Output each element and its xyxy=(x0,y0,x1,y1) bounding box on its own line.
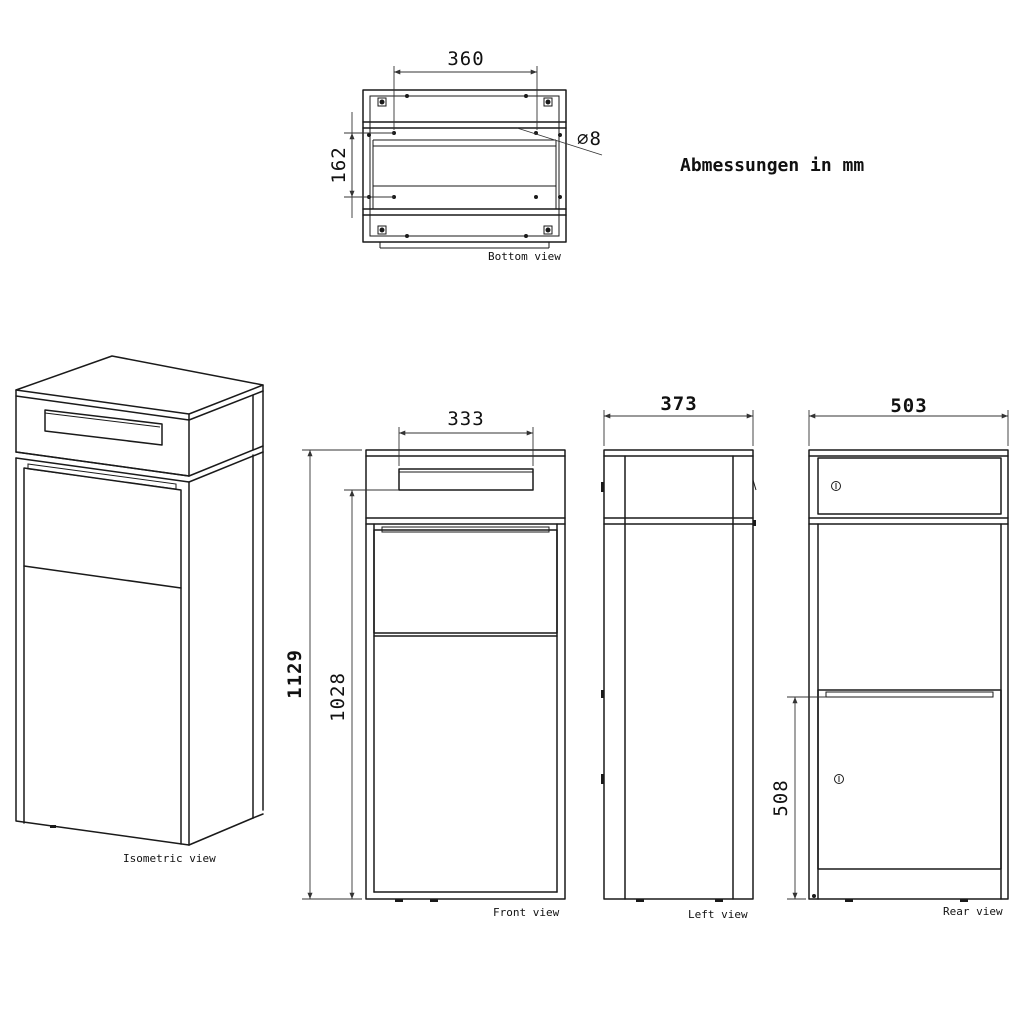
dim-bottom-hole: ∅8 xyxy=(577,128,602,150)
drawing-heading: Abmessungen in mm xyxy=(680,155,864,176)
isometric-view xyxy=(15,355,264,846)
bottom-view xyxy=(344,66,603,249)
label-isometric-view: Isometric view xyxy=(123,852,216,865)
label-rear-view: Rear view xyxy=(943,905,1003,918)
dim-rear-width: 503 xyxy=(890,395,927,417)
left-view xyxy=(601,410,757,902)
dim-left-depth: 373 xyxy=(660,393,697,415)
dim-front-slot: 333 xyxy=(447,408,484,430)
label-bottom-view: Bottom view xyxy=(488,250,561,263)
dim-rear-door-height: 508 xyxy=(770,779,792,816)
dim-front-body-height: 1028 xyxy=(327,672,349,722)
dim-bottom-depth: 162 xyxy=(328,146,350,183)
dim-front-total-height: 1129 xyxy=(284,649,306,699)
dim-bottom-width: 360 xyxy=(447,48,484,70)
label-left-view: Left view xyxy=(688,908,748,921)
label-front-view: Front view xyxy=(493,906,560,919)
rear-view xyxy=(787,410,1009,902)
front-view xyxy=(302,427,566,902)
